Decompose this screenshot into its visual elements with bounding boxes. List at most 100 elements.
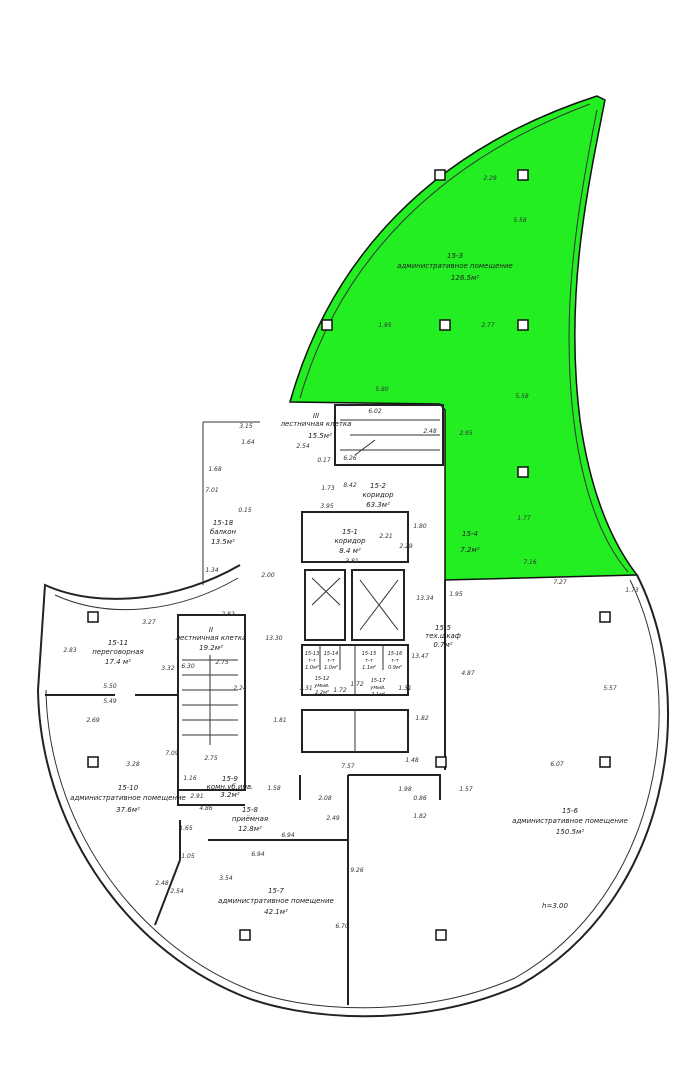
dimension-label: 2.29 — [399, 543, 413, 550]
room-label-text: 15-18 — [213, 519, 234, 527]
dimension-label: 4.86 — [199, 805, 213, 812]
room-label-text: лестничная клетка — [175, 634, 247, 642]
dimension-label: 6.70 — [335, 923, 349, 930]
room-15-2-label: 15-2 коридор 63.3м² — [362, 482, 394, 509]
dimension-label: 7.57 — [341, 763, 355, 770]
dimension-label: 1.57 — [459, 786, 473, 793]
elevator-1 — [304, 569, 346, 641]
room-label-text: 37.6м² — [116, 806, 140, 814]
room-15-10-label: 15-10 административное помещение 37.6м² — [70, 784, 186, 814]
dimension-labels: 2.29 5.58 1.95 2.77 5.80 5.58 2.95 1.77 … — [63, 175, 639, 930]
window-line — [45, 579, 660, 1009]
dimension-label: 6.07 — [550, 761, 564, 768]
dimension-label: 5.50 — [103, 683, 117, 690]
dimension-label: 2.54 — [296, 443, 310, 450]
room-label-text: умыв. — [369, 685, 385, 691]
room-label-text: т-т — [391, 658, 400, 664]
stair-iii-label: III лестничная клетка 15.5м² — [280, 412, 352, 440]
dimension-label: 13.34 — [416, 595, 433, 602]
room-15-3-label: 15-3 административное помещение 126.5м² — [397, 252, 513, 282]
room-label-text: административное помещение — [218, 897, 334, 905]
room-label-text: 19.2м² — [199, 644, 223, 652]
dimension-label: 1.82 — [415, 715, 429, 722]
dimension-label: 2.48 — [155, 880, 169, 887]
room-label-text: 2.2м² — [315, 690, 329, 696]
dimension-label: 1.05 — [181, 853, 195, 860]
toilet-partitions — [319, 645, 384, 695]
room-label-text: 7.2м² — [460, 546, 479, 554]
room-label-text: 15-2 — [370, 482, 386, 490]
dimension-label: 1.58 — [267, 785, 281, 792]
dimension-label: 5.57 — [603, 685, 617, 692]
room-label-text: III — [313, 412, 319, 420]
room-label-text: административное помещение — [512, 817, 628, 825]
room-15-5-label: 15-5 тех.шкаф 0.7м² — [425, 624, 461, 649]
room-label-text: 15-6 — [562, 807, 578, 815]
dimension-label: 1.73 — [625, 587, 639, 594]
room-label-text: 15-9 — [222, 775, 238, 783]
columns — [87, 169, 611, 941]
room-label-text: 15-11 — [108, 639, 128, 647]
dimension-label: 1.65 — [179, 825, 193, 832]
room-label-text: 15.5м² — [308, 432, 332, 440]
room-15-8-label: 15-8 приёмная 12.8м² — [232, 806, 268, 833]
room-label-text: 15-3 — [447, 252, 463, 260]
dimension-label: 2.69 — [86, 717, 100, 724]
room-label-text: тех.шкаф — [425, 632, 461, 640]
dimension-label: 1.16 — [183, 775, 197, 782]
dimension-label: 3.95 — [320, 503, 334, 510]
toilet-labels: 15-13 т-т 1.0м² 15-14 т-т 1.0м² 15-15 т-… — [305, 651, 403, 698]
room-label-text: переговорная — [92, 648, 144, 656]
room-15-11-wall — [37, 564, 241, 691]
room-label-text: 0.7м² — [433, 641, 452, 649]
dimension-label: 9.26 — [350, 867, 364, 874]
dimension-label: 2.91 — [190, 793, 203, 800]
room-label-text: 1.1м² — [362, 665, 376, 671]
dimension-label: 13.30 — [265, 635, 282, 642]
dimension-label: 7.09 — [165, 750, 179, 757]
room-label-text: 15-16 — [388, 651, 403, 657]
room-label-text: 2.1м² — [371, 692, 385, 698]
dimension-label: 1.64 — [241, 439, 255, 446]
dimension-label: 1.82 — [413, 813, 427, 820]
room-label-text: 126.5м² — [451, 274, 479, 282]
dimension-label: 5.49 — [103, 698, 117, 705]
dimension-label: 1.72 — [350, 681, 364, 688]
room-label-text: лестничная клетка — [280, 420, 352, 428]
room-label-text: т-т — [365, 658, 374, 664]
dimension-label: 1.31 — [299, 685, 312, 692]
dimension-label: 3.15 — [239, 423, 253, 430]
dimension-label: 6.30 — [181, 663, 195, 670]
room-label-text: приёмная — [232, 815, 268, 823]
dimension-label: 5.58 — [513, 217, 527, 224]
dimension-label: 6.94 — [281, 832, 295, 839]
highlighted-room-15-3[interactable] — [289, 95, 639, 581]
dimension-label: 2.83 — [63, 647, 77, 654]
window-line — [299, 103, 591, 399]
room-label-text: 15-7 — [268, 887, 284, 895]
dimension-label: 2.77 — [481, 322, 495, 329]
dimension-label: 2.08 — [318, 795, 332, 802]
dimension-label: 2.75 — [204, 755, 218, 762]
dimension-label: 1.72 — [333, 687, 347, 694]
room-15-1-walls — [301, 511, 409, 563]
dimension-label: 3.27 — [142, 619, 156, 626]
stair-ii-label: II лестничная клетка 19.2м² — [175, 626, 247, 652]
dimension-label: 8.42 — [343, 482, 357, 489]
room-label-text: 63.3м² — [366, 501, 390, 509]
stair-ii-walls — [177, 614, 246, 791]
dimension-label: 2.21 — [379, 533, 392, 540]
room-15-7-label: 15-7 административное помещение 42.1м² — [218, 887, 334, 916]
dimension-label: 7.27 — [553, 579, 567, 586]
room-label-text: умыв. — [313, 683, 329, 689]
room-label-text: II — [209, 626, 213, 634]
dimension-label: 5.80 — [375, 386, 389, 393]
stair-ii-steps — [182, 655, 238, 745]
room-label-text: т-т — [327, 658, 336, 664]
dimension-label: 1.80 — [413, 523, 427, 530]
dimension-label: 6.26 — [343, 455, 357, 462]
room-label-text: 15-17 — [371, 678, 386, 684]
room-15-6-label: 15-6 административное помещение 150.5м² — [512, 807, 628, 836]
dimension-label: 6.94 — [251, 851, 265, 858]
